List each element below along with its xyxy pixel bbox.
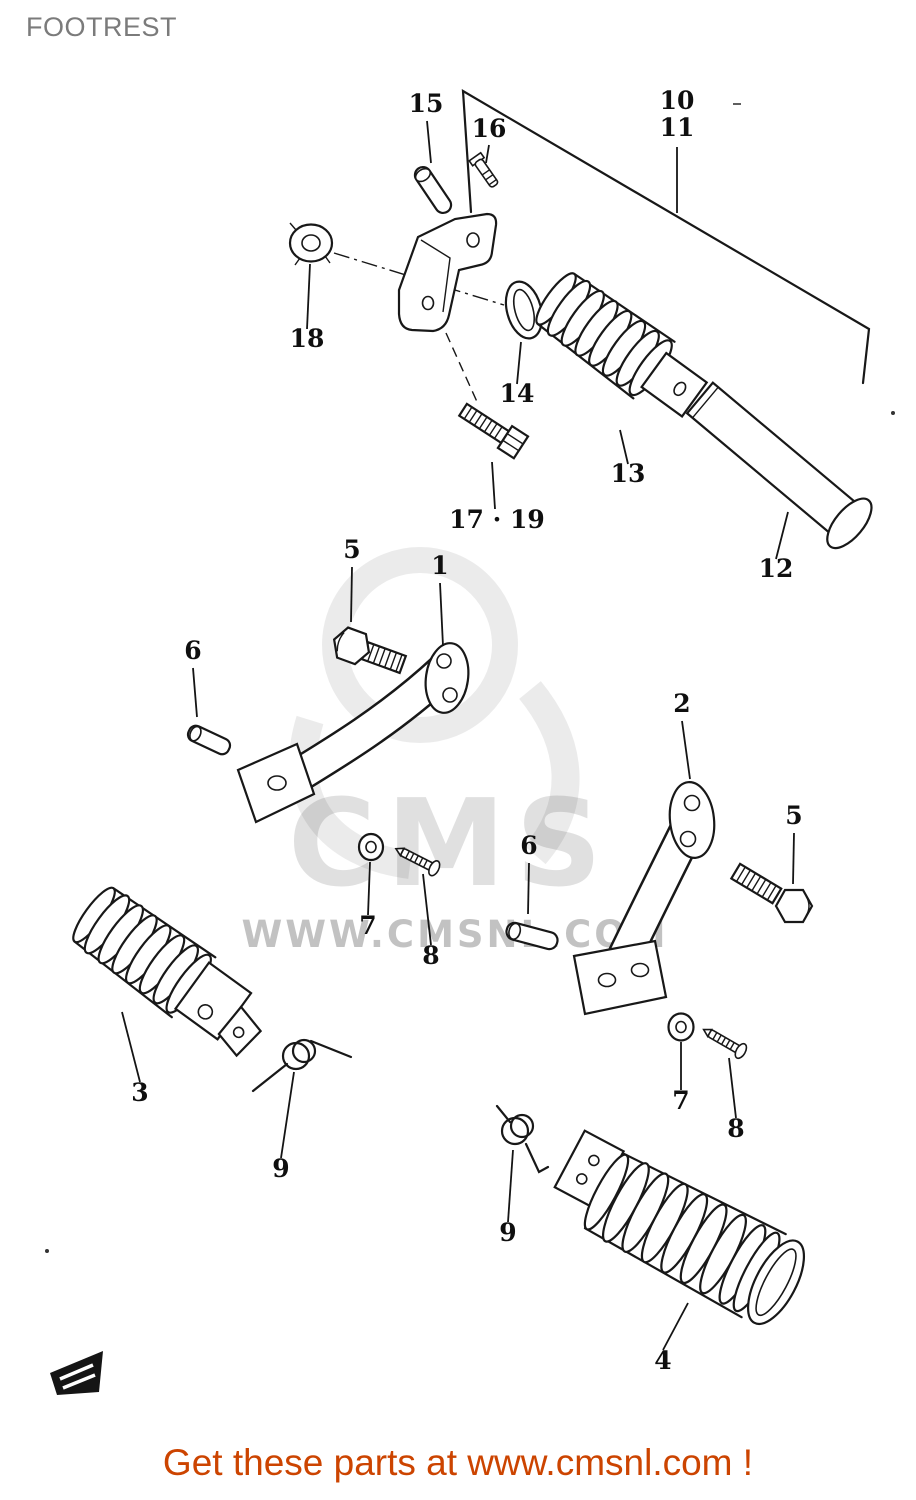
part-callout-18-9: 9: [272, 1154, 289, 1183]
centerline-bracket-to-bolt: [445, 332, 479, 405]
part-callout-4-18: 18: [290, 324, 325, 353]
part-callout-17-3: 3: [131, 1078, 148, 1107]
page-title: FOOTREST: [26, 12, 177, 42]
part-6-pin-right: [505, 921, 559, 951]
assembly-leader-line: [461, 89, 871, 385]
stray-dot-right: [891, 411, 895, 415]
part-2-bracket: [572, 781, 716, 1016]
callout-leader-22: [662, 1302, 689, 1351]
watermark-url-text: WWW.CMSNL.COM: [241, 913, 668, 956]
part-6-pin-left: [186, 724, 232, 756]
part-callout-0-15: 15: [409, 89, 444, 118]
part-callout-6-13: 13: [611, 459, 646, 488]
part-17-19-bolt: [457, 402, 530, 460]
part-18-nut: [288, 222, 334, 266]
callout-leader-6: [619, 429, 629, 465]
part-9-spring-right: [495, 1104, 550, 1174]
callout-leader-4: [306, 263, 311, 330]
part-7-washer-right: [667, 1012, 695, 1042]
part-9-spring-left: [251, 1038, 353, 1093]
part-callout-13-5: 5: [785, 801, 802, 830]
callout-leader-5: [516, 341, 522, 385]
callout-leader-10: [439, 582, 444, 647]
part-1-bracket: [236, 642, 470, 824]
callout-leader-15: [367, 861, 371, 916]
part-7-washer-left: [357, 832, 385, 862]
part-15-pin: [413, 165, 453, 215]
callout-leader-11: [192, 667, 198, 718]
callout-leader-7: [491, 461, 496, 510]
callout-leader-0: [426, 120, 432, 164]
part-8-screw-left: [394, 847, 441, 877]
part-callout-3-11: 11: [660, 113, 695, 142]
part-16-screw: [468, 151, 499, 188]
part-3-footrest-rubber: [72, 886, 263, 1058]
part-callout-1-16: 16: [472, 114, 507, 143]
part-callout-16-8: 8: [422, 941, 439, 970]
callout-leader-13: [792, 832, 795, 885]
watermark-swoosh-right: [518, 681, 580, 865]
footer-link[interactable]: Get these parts at www.cmsnl.com !: [162, 1442, 754, 1483]
part-callout-15-7: 7: [359, 911, 376, 940]
part-callout-12-2: 2: [673, 689, 690, 718]
part-callout-11-6: 6: [184, 636, 201, 665]
watermark-logo-text: CMS: [288, 775, 612, 914]
part-callout-5-14: 14: [500, 379, 535, 408]
part-callout-10-1: 1: [431, 551, 448, 580]
part-4-footrest-rubber: [553, 1129, 806, 1326]
callout-leader-12: [681, 720, 691, 780]
callout-leader-14: [527, 862, 530, 915]
part-12-footrest-bar: [685, 381, 873, 550]
part-callout-21-9: 9: [499, 1218, 516, 1247]
part-callout-7-17-19: 17 · 19: [449, 505, 545, 534]
callout-leader-8: [775, 511, 789, 560]
callout-leader-21: [507, 1149, 514, 1223]
callout-leader-16: [422, 873, 432, 946]
part-13-footrest-rubber: [535, 272, 709, 418]
callout-leader-1: [485, 144, 490, 164]
part-callout-8-12: 12: [759, 554, 794, 583]
part-callout-20-8: 8: [727, 1114, 744, 1143]
part-callout-2-10: 10: [660, 86, 695, 115]
callout-leader-9: [350, 566, 353, 623]
stray-dot-left: [45, 1249, 49, 1253]
callout-leader-17: [121, 1011, 141, 1083]
watermark-swoosh-left: [289, 715, 413, 879]
part-10-11-bracket: [397, 212, 498, 333]
callout-leader-20: [728, 1057, 737, 1119]
part-5-bolt-right: [729, 862, 814, 924]
callout-leader-18: [280, 1071, 295, 1159]
part-5-bolt-left: [332, 626, 408, 675]
cms-watermark: CMS WWW.CMSNL.COM: [241, 547, 668, 956]
part-8-screw-right: [702, 1028, 748, 1060]
part-callout-19-7: 7: [672, 1086, 689, 1115]
cms-logo-mark: [50, 1351, 103, 1395]
part-callout-9-5: 5: [343, 535, 360, 564]
part-callout-22-4: 4: [654, 1346, 671, 1375]
part-callout-14-6: 6: [520, 831, 537, 860]
